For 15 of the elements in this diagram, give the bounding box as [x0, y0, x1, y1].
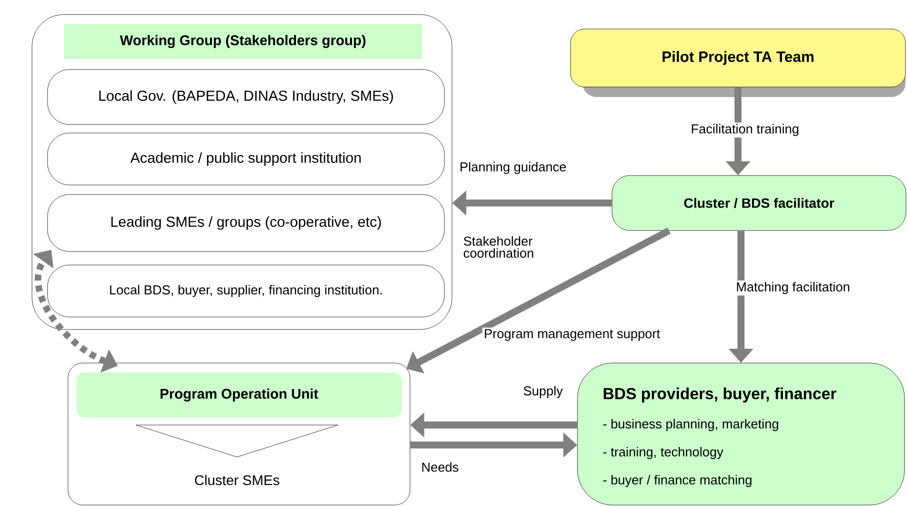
member-box: Leading SMEs / groups (co-operative, etc) — [47, 194, 445, 252]
edge-label: Supply — [522, 384, 564, 400]
edge-label: Program management support — [482, 328, 662, 342]
edge-label: Needs — [420, 460, 460, 474]
facilitator-box: Cluster / BDS facilitator — [612, 175, 906, 231]
note-text: Stakeholder coordination — [464, 236, 534, 258]
edge-label: Matching facilitation — [734, 280, 852, 296]
member-box: Local Gov. (BAPEDA, DINAS Industry, SMEs) — [47, 69, 445, 125]
edge-label: Planning guidance — [458, 160, 568, 176]
team-box: Pilot Project TA Team — [570, 28, 906, 97]
member-box: Academic / public support institution — [47, 132, 445, 186]
edge-label: Facilitation training — [689, 122, 801, 138]
provider-box: BDS providers, buyer, financer - business planning, marketing - training, technology - buyer / finance matching — [577, 362, 905, 506]
unit-box: Program Operation Unit Cluster SMEs — [68, 362, 410, 506]
member-box: Local BDS, buyer, supplier, financing institution. — [47, 264, 445, 318]
